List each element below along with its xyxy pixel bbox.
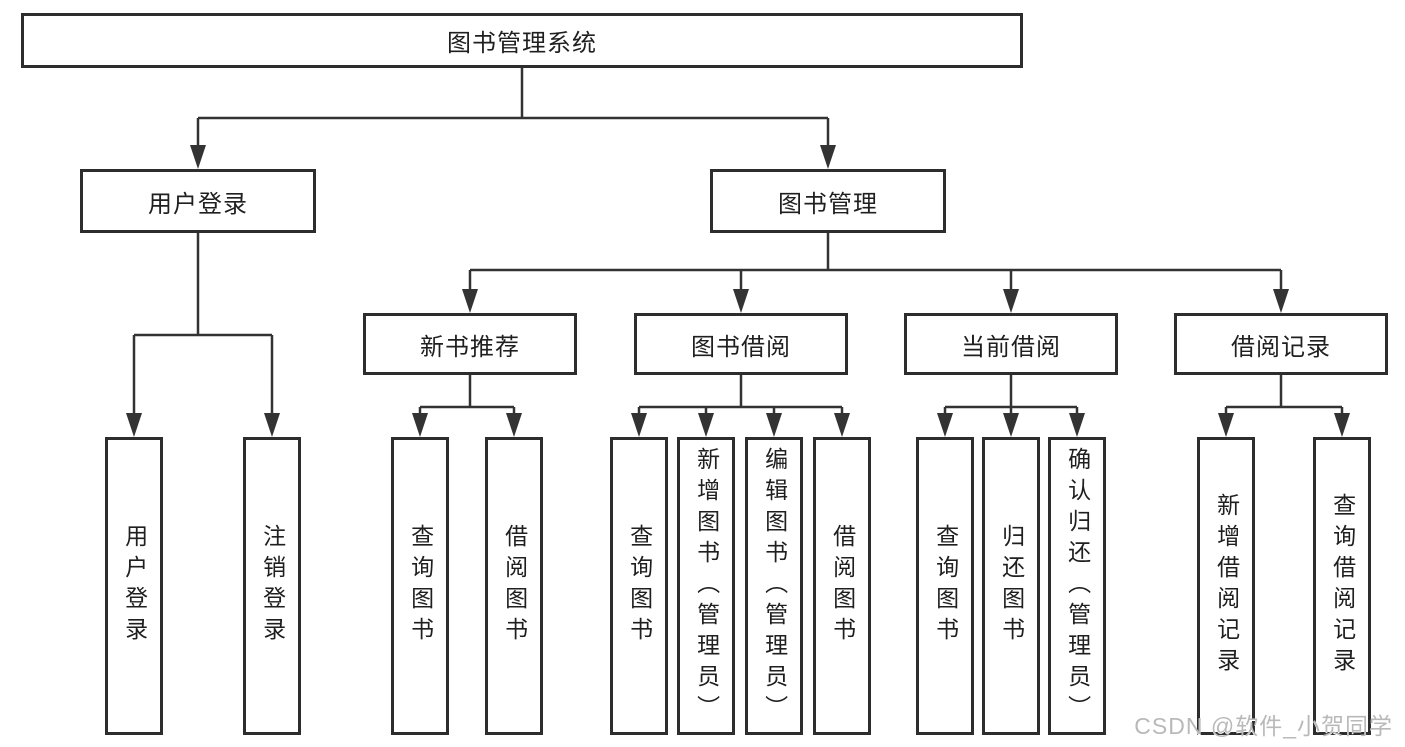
node-query-borrow-record: 查询借阅记录 [1313, 437, 1371, 735]
node-borrow-books-2: 借阅图书 [813, 437, 871, 735]
node-label: 归还图书 [998, 524, 1025, 648]
node-label: 借阅图书 [501, 524, 528, 648]
node-query-books-3: 查询图书 [916, 437, 974, 735]
node-edit-book-admin: 编辑图书（管理员） [745, 437, 803, 735]
node-add-borrow-record: 新增借阅记录 [1197, 437, 1255, 735]
node-add-book-admin: 新增图书（管理员） [677, 437, 735, 735]
node-label: 图书借阅 [691, 333, 791, 361]
node-library-management-system: 图书管理系统 [21, 13, 1023, 68]
node-borrow-books-1: 借阅图书 [485, 437, 543, 735]
node-borrowing-records: 借阅记录 [1174, 313, 1388, 375]
node-book-borrowing: 图书借阅 [634, 313, 848, 375]
node-label: 图书管理 [778, 190, 878, 218]
node-label: 查询图书 [626, 524, 653, 648]
node-confirm-return-admin: 确认归还（管理员） [1048, 437, 1106, 735]
node-label: 用户登录 [148, 190, 248, 218]
node-label: 注销登录 [259, 524, 286, 648]
node-new-book-recommendation: 新书推荐 [363, 313, 577, 375]
node-user-login-branch: 用户登录 [80, 169, 316, 233]
node-query-books-1: 查询图书 [391, 437, 449, 735]
node-label: 图书管理系统 [447, 30, 597, 57]
node-label: 查询借阅记录 [1329, 493, 1356, 679]
node-label: 用户登录 [121, 524, 148, 648]
node-user-login: 用户登录 [105, 437, 163, 735]
node-label: 编辑图书（管理员） [761, 446, 788, 726]
node-book-management: 图书管理 [710, 169, 946, 233]
watermark: CSDN @软件_小贺同学 [1134, 713, 1393, 739]
arrowheads [126, 145, 1350, 437]
node-current-borrowing: 当前借阅 [904, 313, 1118, 375]
node-label: 借阅记录 [1231, 333, 1331, 361]
node-label: 借阅图书 [829, 524, 856, 648]
node-label: 当前借阅 [961, 333, 1061, 361]
node-label: 新增借阅记录 [1213, 493, 1240, 679]
node-label: 新增图书（管理员） [693, 446, 720, 726]
node-label: 新书推荐 [420, 333, 520, 361]
node-logout: 注销登录 [243, 437, 301, 735]
node-query-books-2: 查询图书 [610, 437, 668, 735]
node-label: 确认归还（管理员） [1064, 446, 1091, 726]
node-return-books: 归还图书 [982, 437, 1040, 735]
node-label: 查询图书 [407, 524, 434, 648]
node-label: 查询图书 [932, 524, 959, 648]
